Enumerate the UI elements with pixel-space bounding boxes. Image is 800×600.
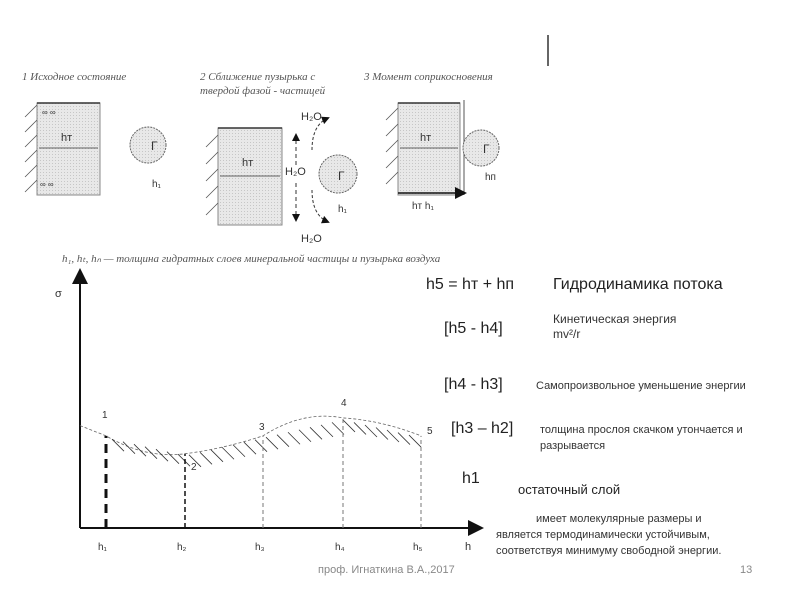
x-tick-label: h₂ xyxy=(177,542,187,553)
symbol-h1: h1 xyxy=(462,470,480,487)
bracket-h3-h2: [h3 – h2] xyxy=(451,420,514,437)
x-axis-label: h xyxy=(465,541,471,553)
panel-initial-state: ∞ ∞ ∞ ∞ hт Г h₁ xyxy=(24,102,167,196)
hatch-mark xyxy=(122,441,136,454)
label-h2o-mid: H₂O xyxy=(285,166,306,178)
equation-text: h5 = hт + hп xyxy=(426,276,515,293)
hatch-mark xyxy=(210,449,224,463)
molecule-icon: ∞ ∞ xyxy=(42,108,56,117)
point-label: 5 xyxy=(427,426,433,437)
page-number: 13 xyxy=(740,564,753,576)
point-label: 3 xyxy=(259,422,265,433)
label-hn: hп xyxy=(485,172,496,183)
hatch-mark xyxy=(276,434,290,447)
spontaneous-decrease-text: Самопроизвольное уменьшение энергии xyxy=(536,380,746,392)
hatch-mark xyxy=(298,429,312,443)
label-ht: hт xyxy=(420,132,431,144)
caption-step2-line1: 2 Сближение пузырька с xyxy=(200,71,315,83)
sigma-chart: σ h h₁ 1 h₂ 2 h₃ 3 h₄ 4 h₅ 5 xyxy=(55,268,484,553)
hatch-mark xyxy=(342,419,356,433)
label-ht-h1: hт h₁ xyxy=(412,201,434,212)
bubble xyxy=(129,126,167,164)
hatch-mark xyxy=(221,446,235,460)
panel-contact: hт Г hп hт h₁ xyxy=(385,100,500,212)
hatch-mark xyxy=(397,432,411,445)
hatch-mark xyxy=(309,427,323,440)
hatch-mark xyxy=(166,451,180,464)
hatch-mark xyxy=(386,429,400,443)
bubble xyxy=(318,154,358,194)
bracket-h5-h4: [h5 - h4] xyxy=(444,320,503,337)
hatch-mark xyxy=(199,452,213,465)
label-ht: hт xyxy=(61,132,72,144)
hatch-mark xyxy=(155,448,169,462)
caption-step2-line2: твердой фазой - частицей xyxy=(200,85,326,97)
point-label: 4 xyxy=(341,398,347,409)
bracket-h4-h3: [h4 - h3] xyxy=(444,376,503,393)
label-h1: h₁ xyxy=(152,179,162,190)
panel-approach: hт H₂O H₂O H₂O Г h₁ xyxy=(205,111,358,245)
hatch-mark xyxy=(232,444,246,458)
label-ht: hт xyxy=(242,157,253,169)
residual-layer-label: остаточный слой xyxy=(518,482,621,497)
equation-h5: h5 = hт + hп xyxy=(426,276,514,294)
caption-step3: 3 Момент соприкосновения xyxy=(363,71,493,83)
x-tick-label: h₁ xyxy=(98,542,108,553)
hatch-mark xyxy=(375,427,389,440)
hatch-mark xyxy=(331,422,345,435)
point-label: 2 xyxy=(191,462,197,473)
hatch-mark xyxy=(364,424,378,438)
hatch-mark xyxy=(265,436,279,450)
hatch-mark xyxy=(144,446,158,459)
footer-author: проф. Игнаткина В.А.,2017 xyxy=(318,564,455,576)
molecule-icon: ∞ ∞ xyxy=(40,180,54,189)
label-h1: h₁ xyxy=(338,204,348,215)
note-line-3: соответствуя минимуму свободной энергии. xyxy=(496,545,722,557)
hatch-mark xyxy=(353,422,367,435)
hatch-mark xyxy=(287,431,301,445)
layer-thinning-text-2: разрывается xyxy=(540,440,606,452)
note-line-2: является термодинамически устойчивым, xyxy=(496,529,710,541)
label-gamma: Г xyxy=(151,139,158,153)
title-hydrodynamics: Гидродинамика потока xyxy=(553,276,723,293)
hatch-mark xyxy=(320,424,334,438)
label-gamma: Г xyxy=(483,142,490,156)
hatch-mark xyxy=(133,443,147,457)
x-tick-label: h₃ xyxy=(255,542,265,553)
kinetic-energy-label: Кинетическая энергия xyxy=(553,312,677,326)
hatch-mark xyxy=(243,441,257,455)
hatch-mark xyxy=(254,439,268,452)
x-tick-label: h₄ xyxy=(335,542,345,553)
hatch-mark xyxy=(188,454,202,468)
hatch-mark xyxy=(408,434,422,448)
point-label: 1 xyxy=(102,410,108,421)
label-h2o-top: H₂O xyxy=(301,111,322,123)
label-h2o-bottom: H₂O xyxy=(301,233,322,245)
hatch-mark xyxy=(177,453,191,467)
hatch-mark xyxy=(111,438,125,452)
kinetic-energy-formula: mv²/r xyxy=(553,327,581,341)
legend-caption: h₁, hₜ, hₙ — толщина гидратных слоев мин… xyxy=(62,253,441,265)
wall-hatch xyxy=(24,104,38,193)
bubble xyxy=(462,129,500,167)
caption-step1: 1 Исходное состояние xyxy=(22,71,126,83)
layer-thinning-text-1: толщина прослоя скачком утончается и xyxy=(540,424,743,436)
label-gamma: Г xyxy=(338,169,345,183)
y-axis-label: σ xyxy=(55,288,62,300)
x-tick-label: h₅ xyxy=(413,542,423,553)
note-line-1: имеет молекулярные размеры и xyxy=(536,513,702,525)
